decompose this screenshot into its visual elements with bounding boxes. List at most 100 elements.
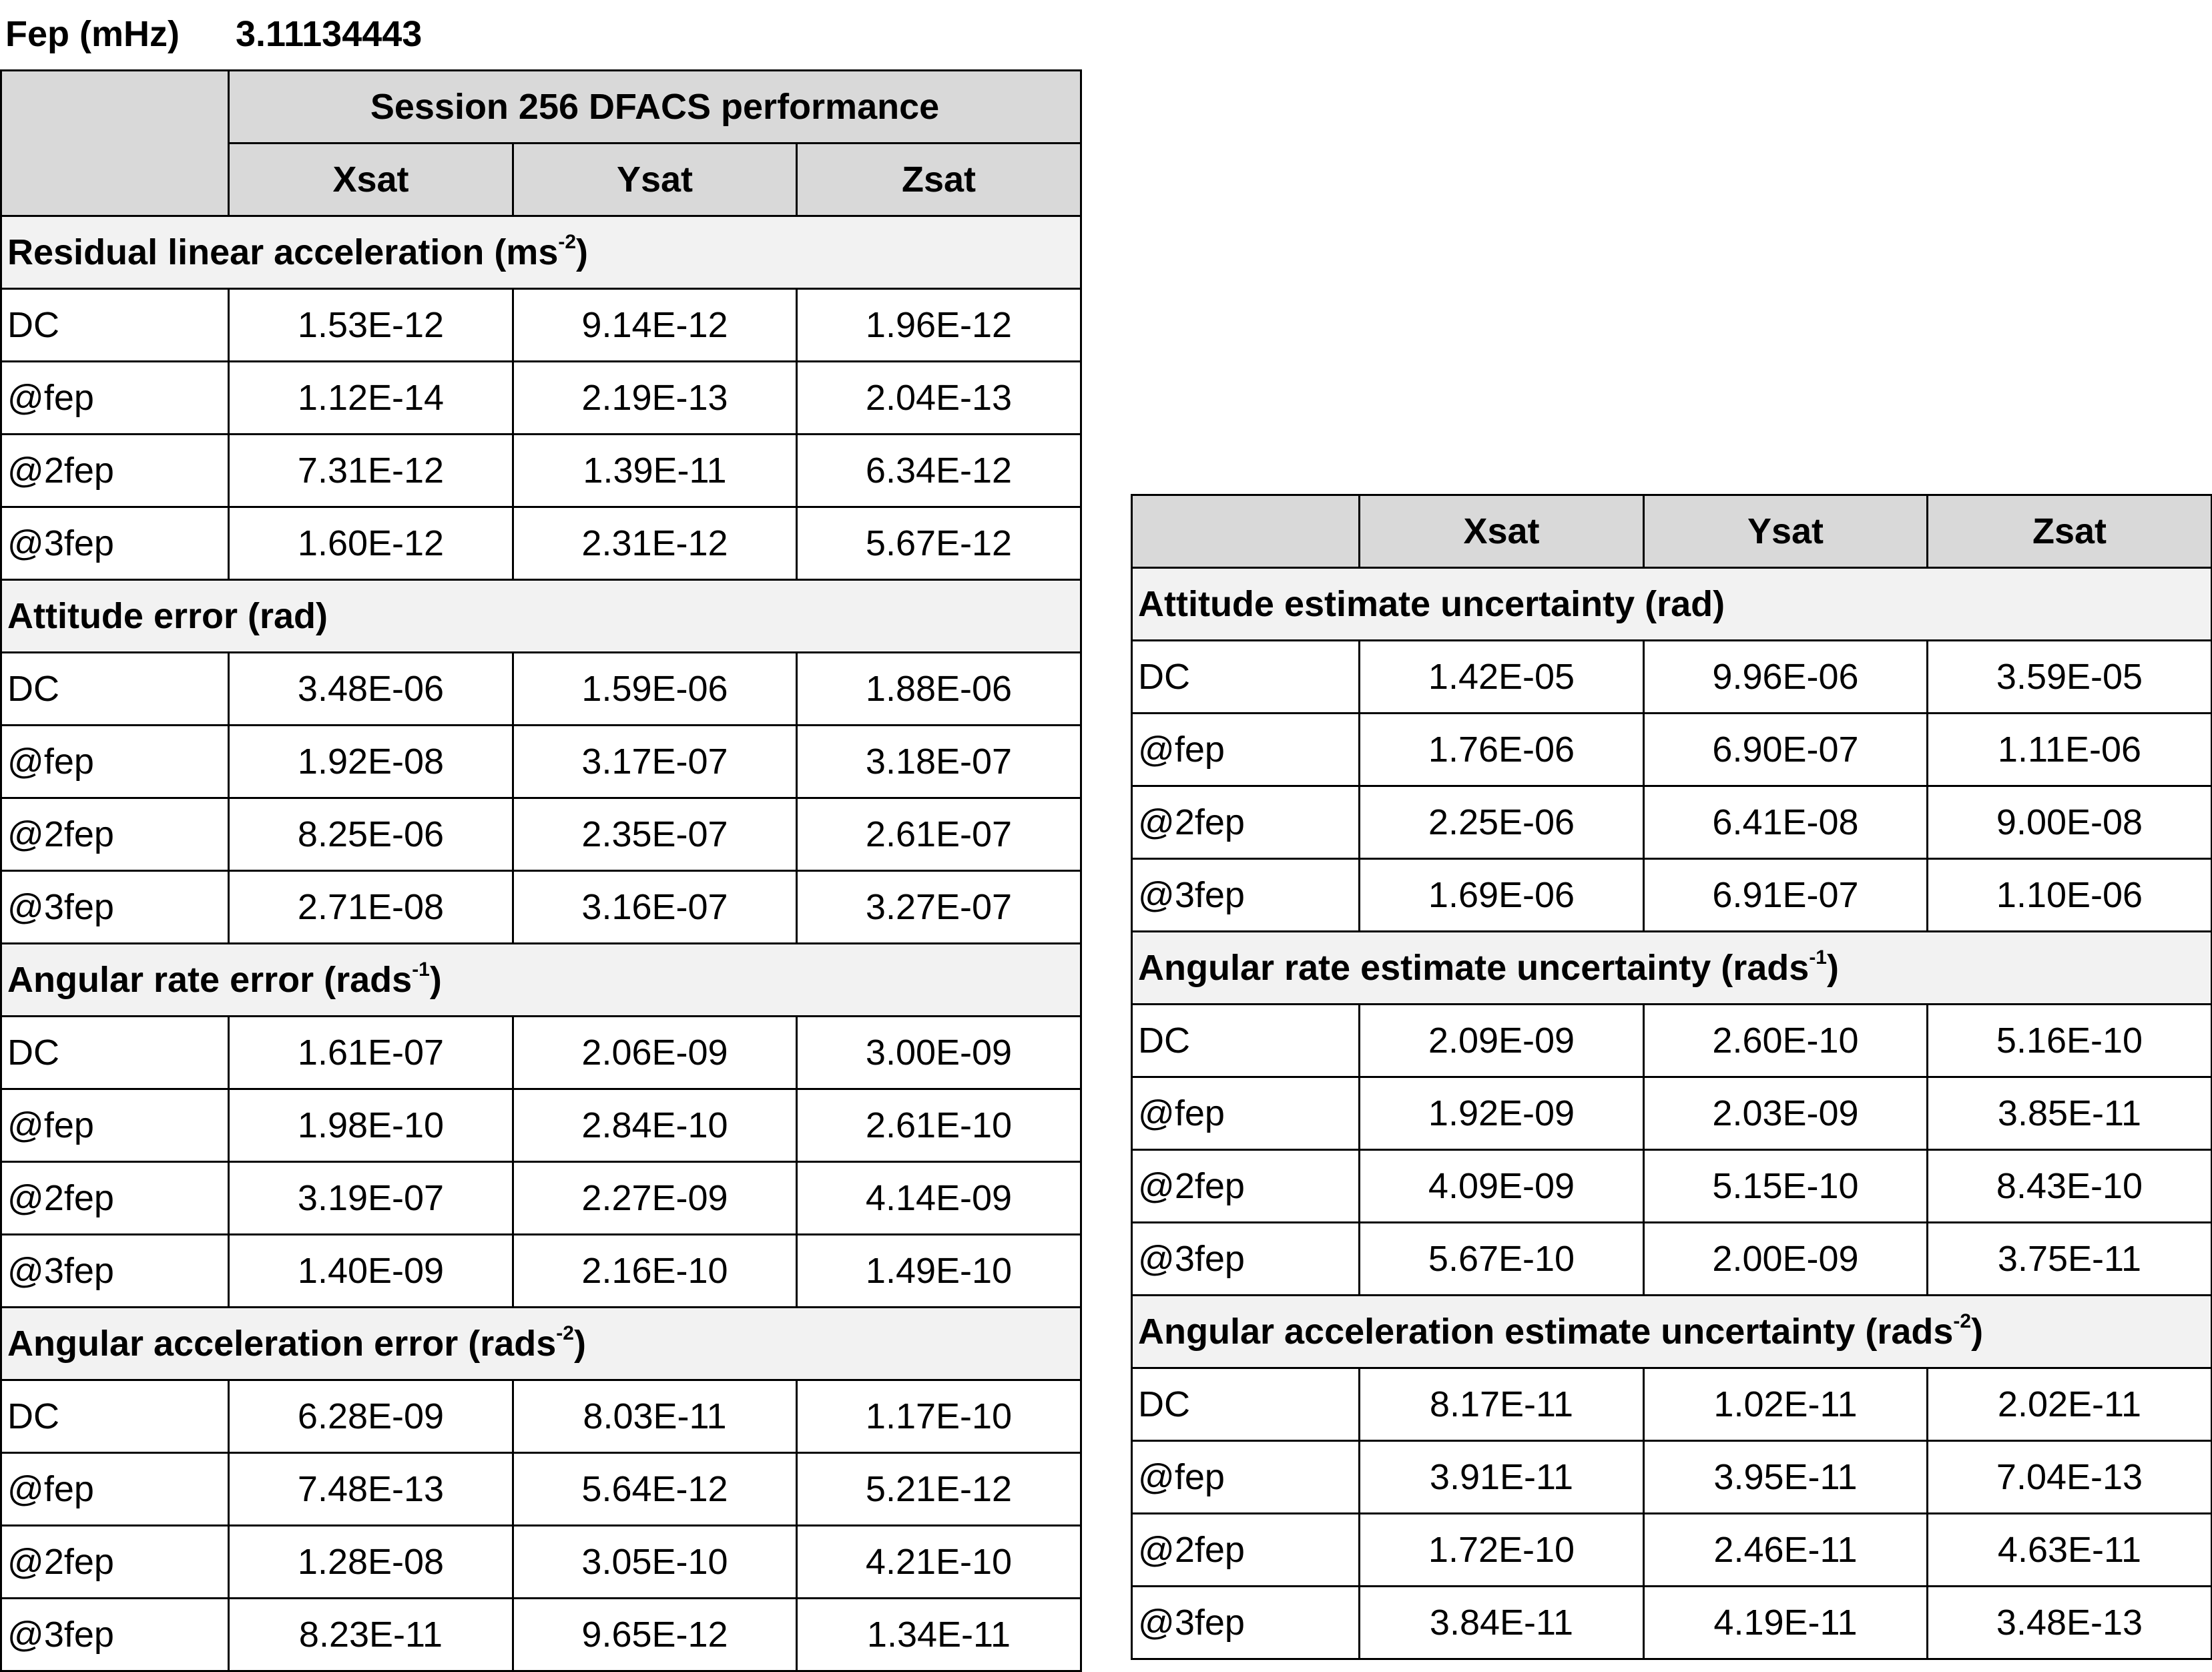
value-cell: 2.60E-10 xyxy=(1643,1003,1928,1078)
value-cell: 2.84E-10 xyxy=(512,1088,798,1163)
section-title: Angular acceleration estimate uncertaint… xyxy=(1131,1294,2212,1369)
value-cell: 1.61E-07 xyxy=(228,1015,514,1090)
section-title-exponent: -1 xyxy=(412,958,430,981)
value-cell: 1.02E-11 xyxy=(1643,1367,1928,1442)
row-label: @3fep xyxy=(0,506,230,581)
value-cell: 3.84E-11 xyxy=(1358,1585,1645,1660)
row-label: DC xyxy=(0,1015,230,1090)
section-title-exponent: -2 xyxy=(1953,1310,1972,1332)
value-cell: 5.15E-10 xyxy=(1643,1149,1928,1223)
value-cell: 5.21E-12 xyxy=(796,1452,1082,1526)
value-cell: 4.19E-11 xyxy=(1643,1585,1928,1660)
row-label: @2fep xyxy=(0,1161,230,1235)
section-title: Attitude error (rad) xyxy=(0,579,1082,653)
row-label: @fep xyxy=(1131,1076,1360,1151)
section-row: Angular acceleration error (rads-2) xyxy=(0,1306,1082,1381)
value-cell: 4.09E-09 xyxy=(1358,1149,1645,1223)
value-cell: 4.14E-09 xyxy=(796,1161,1082,1235)
value-cell: 6.91E-07 xyxy=(1643,858,1928,932)
value-cell: 8.17E-11 xyxy=(1358,1367,1645,1442)
column-header-xsat: Xsat xyxy=(1358,494,1645,569)
value-cell: 8.03E-11 xyxy=(512,1379,798,1454)
value-cell: 1.34E-11 xyxy=(796,1597,1082,1672)
value-cell: 1.42E-05 xyxy=(1358,639,1645,714)
row-label: @fep xyxy=(0,1452,230,1526)
row-label: @2fep xyxy=(0,433,230,508)
column-header-zsat: Zsat xyxy=(1926,494,2212,569)
column-header-ysat: Ysat xyxy=(512,142,798,217)
section-title-text: Angular rate estimate uncertainty (rads xyxy=(1138,948,1810,988)
row-label: DC xyxy=(1131,1367,1360,1442)
row-label: @fep xyxy=(1131,712,1360,787)
section-row: Angular rate error (rads-1) xyxy=(0,942,1082,1017)
fep-label: Fep (mHz) xyxy=(5,14,180,54)
corner-cell xyxy=(0,69,230,217)
section-title-suffix: ) xyxy=(576,232,589,272)
value-cell: 4.21E-10 xyxy=(796,1524,1082,1599)
value-cell: 2.02E-11 xyxy=(1926,1367,2212,1442)
row-label: @fep xyxy=(0,724,230,799)
value-cell: 2.19E-13 xyxy=(512,360,798,435)
corner-cell xyxy=(1131,494,1360,569)
value-cell: 2.46E-11 xyxy=(1643,1512,1928,1587)
value-cell: 5.64E-12 xyxy=(512,1452,798,1526)
value-cell: 3.85E-11 xyxy=(1926,1076,2212,1151)
value-cell: 3.75E-11 xyxy=(1926,1221,2212,1296)
value-cell: 2.00E-09 xyxy=(1643,1221,1928,1296)
value-cell: 1.10E-06 xyxy=(1926,858,2212,932)
value-cell: 7.31E-12 xyxy=(228,433,514,508)
section-title-text: Attitude estimate uncertainty (rad) xyxy=(1138,584,1725,624)
value-cell: 1.49E-10 xyxy=(796,1233,1082,1308)
value-cell: 2.09E-09 xyxy=(1358,1003,1645,1078)
section-title: Residual linear acceleration (ms-2) xyxy=(0,215,1082,290)
row-label: @3fep xyxy=(0,870,230,944)
value-cell: 2.71E-08 xyxy=(228,870,514,944)
section-row: Angular rate estimate uncertainty (rads-… xyxy=(1131,930,2212,1005)
column-header-ysat: Ysat xyxy=(1643,494,1928,569)
section-title-suffix: ) xyxy=(429,960,442,1000)
value-cell: 3.91E-11 xyxy=(1358,1440,1645,1514)
value-cell: 3.19E-07 xyxy=(228,1161,514,1235)
value-cell: 1.17E-10 xyxy=(796,1379,1082,1454)
value-cell: 3.05E-10 xyxy=(512,1524,798,1599)
column-header-xsat: Xsat xyxy=(228,142,514,217)
section-title-exponent: -2 xyxy=(558,231,577,253)
row-label: @2fep xyxy=(1131,785,1360,860)
value-cell: 3.59E-05 xyxy=(1926,639,2212,714)
section-title-text: Attitude error (rad) xyxy=(7,596,328,636)
value-cell: 2.27E-09 xyxy=(512,1161,798,1235)
value-cell: 3.48E-06 xyxy=(228,651,514,726)
row-label: @3fep xyxy=(1131,1585,1360,1660)
value-cell: 2.03E-09 xyxy=(1643,1076,1928,1151)
fep-value: 3.11134443 xyxy=(236,14,423,54)
value-cell: 3.00E-09 xyxy=(796,1015,1082,1090)
section-title: Angular rate estimate uncertainty (rads-… xyxy=(1131,930,2212,1005)
value-cell: 1.12E-14 xyxy=(228,360,514,435)
table-title: Session 256 DFACS performance xyxy=(228,69,1082,144)
value-cell: 6.41E-08 xyxy=(1643,785,1928,860)
value-cell: 9.65E-12 xyxy=(512,1597,798,1672)
value-cell: 8.23E-11 xyxy=(228,1597,514,1672)
value-cell: 8.43E-10 xyxy=(1926,1149,2212,1223)
value-cell: 3.18E-07 xyxy=(796,724,1082,799)
